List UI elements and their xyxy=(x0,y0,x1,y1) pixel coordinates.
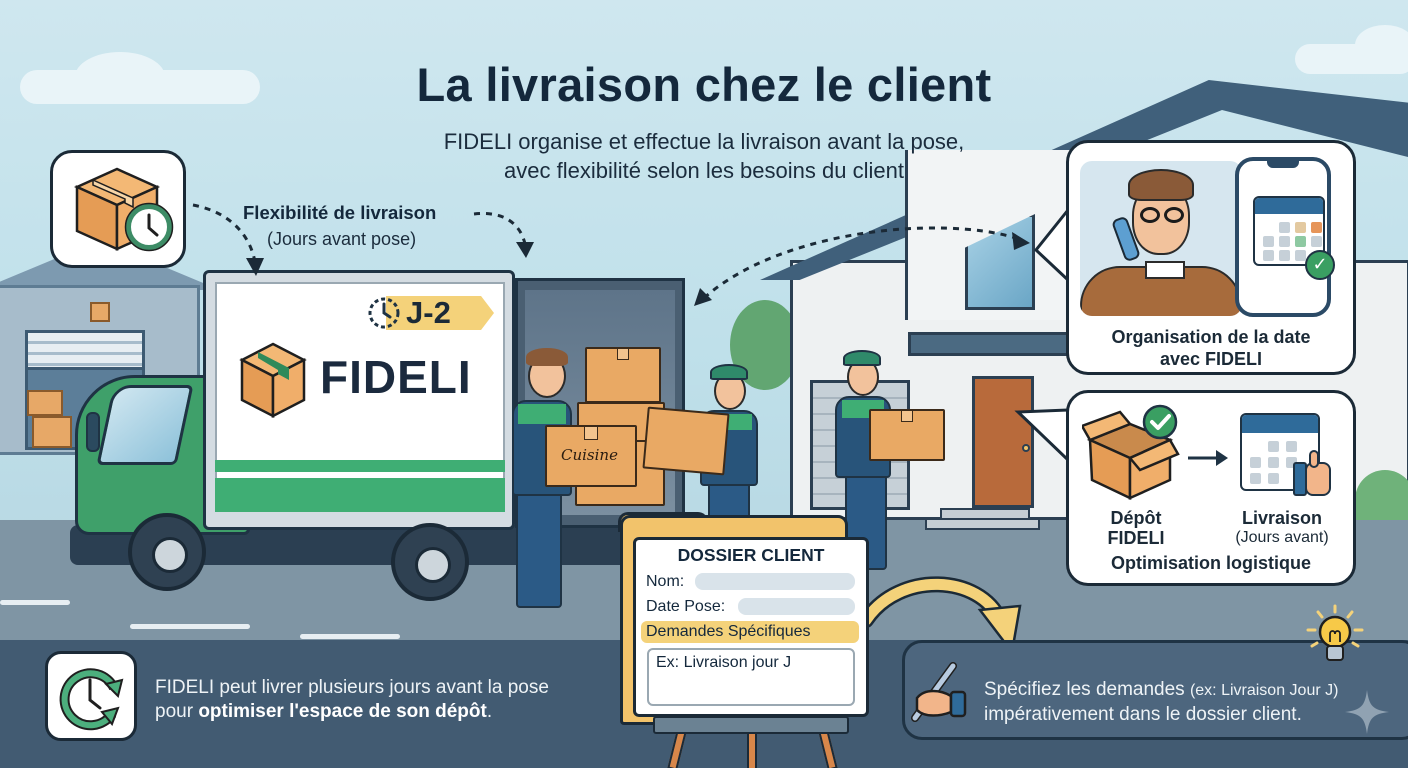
fideli-box-logo-icon xyxy=(239,342,307,419)
truck-wheel xyxy=(128,513,206,591)
clock-cycle-icon-card xyxy=(45,651,137,741)
cloud xyxy=(75,52,165,102)
check-badge-icon: ✓ xyxy=(1305,250,1335,280)
badge-flag xyxy=(386,296,494,330)
flexibility-label: Flexibilité de livraison xyxy=(243,202,437,223)
box-icon xyxy=(90,302,110,322)
porch-awning xyxy=(908,332,1078,356)
truck-stripe xyxy=(215,460,505,472)
name-field[interactable] xyxy=(695,573,855,590)
road-marking xyxy=(0,600,70,605)
road-marking xyxy=(300,634,400,639)
field-label-nom: Nom: xyxy=(646,573,685,590)
depot-caption: Dépôt FIDELI xyxy=(1107,508,1165,548)
cuisine-box: Cuisine xyxy=(545,425,637,487)
cardboard-box xyxy=(585,347,661,403)
flexibility-icon-card xyxy=(50,150,186,268)
lawn xyxy=(1355,470,1408,520)
requests-textarea[interactable]: Ex: Livraison jour J xyxy=(647,648,855,706)
page-title: La livraison chez le client xyxy=(416,58,992,111)
emphasis: optimiser l'espace de son dépôt xyxy=(198,701,487,722)
bottom-left-text: FIDELI peut livrer plusieurs jours avant… xyxy=(155,676,615,724)
requests-label: Demandes Spécifiques xyxy=(646,623,811,640)
porch-step xyxy=(925,518,1040,530)
truck-brand-name: FIDELI xyxy=(320,351,472,403)
field-label-date-pose: Date Pose: xyxy=(646,598,726,615)
subtitle-line: avec flexibilité selon les besoins du cl… xyxy=(504,158,904,183)
box-clock-icon xyxy=(73,167,174,252)
truck-wheel xyxy=(391,523,469,601)
bottom-right-line1: Spécifiez les demandes (ex: Livraison Jo… xyxy=(984,679,1339,700)
cardboard-box xyxy=(642,406,730,476)
open-box-check-icon xyxy=(1082,404,1180,500)
delivery-day-badge: J-2 xyxy=(366,293,494,331)
stacked-box xyxy=(32,416,72,448)
lightbulb-icon xyxy=(1306,604,1364,661)
stacked-box xyxy=(27,390,63,416)
page-subtitle: FIDELI organise et effectue la livraison… xyxy=(404,127,1004,185)
flexibility-sublabel: (Jours avant pose) xyxy=(267,229,417,249)
truck-stripe xyxy=(215,478,505,512)
install-date-field[interactable] xyxy=(738,598,855,615)
badge-label: J-2 xyxy=(406,295,451,330)
dossier-title: DOSSIER CLIENT xyxy=(677,545,825,565)
person-on-phone-icon xyxy=(1080,161,1242,316)
bottom-right-text: Spécifiez les demandes (ex: Livraison Jo… xyxy=(984,678,1404,727)
road-marking xyxy=(130,624,250,629)
box-label: Cuisine xyxy=(561,446,618,464)
bottom-left-line2: pour optimiser l'espace de son dépôt. xyxy=(155,701,493,722)
easel-ledge xyxy=(653,716,849,734)
requests-band xyxy=(641,621,859,643)
logistics-footer: Optimisation logistique xyxy=(1110,553,1311,573)
hand-pen-icon xyxy=(911,662,967,722)
door-knob xyxy=(1022,444,1030,452)
truck-mirror xyxy=(86,412,100,452)
dashed-clock-icon xyxy=(368,297,400,329)
subtitle-line: FIDELI organise et effectue la livraison… xyxy=(443,129,965,154)
calendar-thumbs-up-icon xyxy=(1240,413,1320,491)
easel-leg xyxy=(747,730,757,768)
cloud xyxy=(1355,25,1408,65)
warehouse-shutter xyxy=(25,330,145,370)
front-door xyxy=(972,376,1034,508)
thumbs-up-icon xyxy=(1293,450,1333,498)
arrow-right-icon xyxy=(1188,450,1228,466)
cardboard-box xyxy=(869,409,945,461)
organisation-caption: Organisation de la date avec FIDELI xyxy=(1111,327,1311,369)
tip-card xyxy=(902,640,1408,740)
sparkle-icon xyxy=(1345,690,1389,734)
clock-cycle-icon xyxy=(59,668,124,731)
livraison-caption: Livraison (Jours avant) xyxy=(1235,508,1329,546)
truck-windshield xyxy=(96,385,194,465)
